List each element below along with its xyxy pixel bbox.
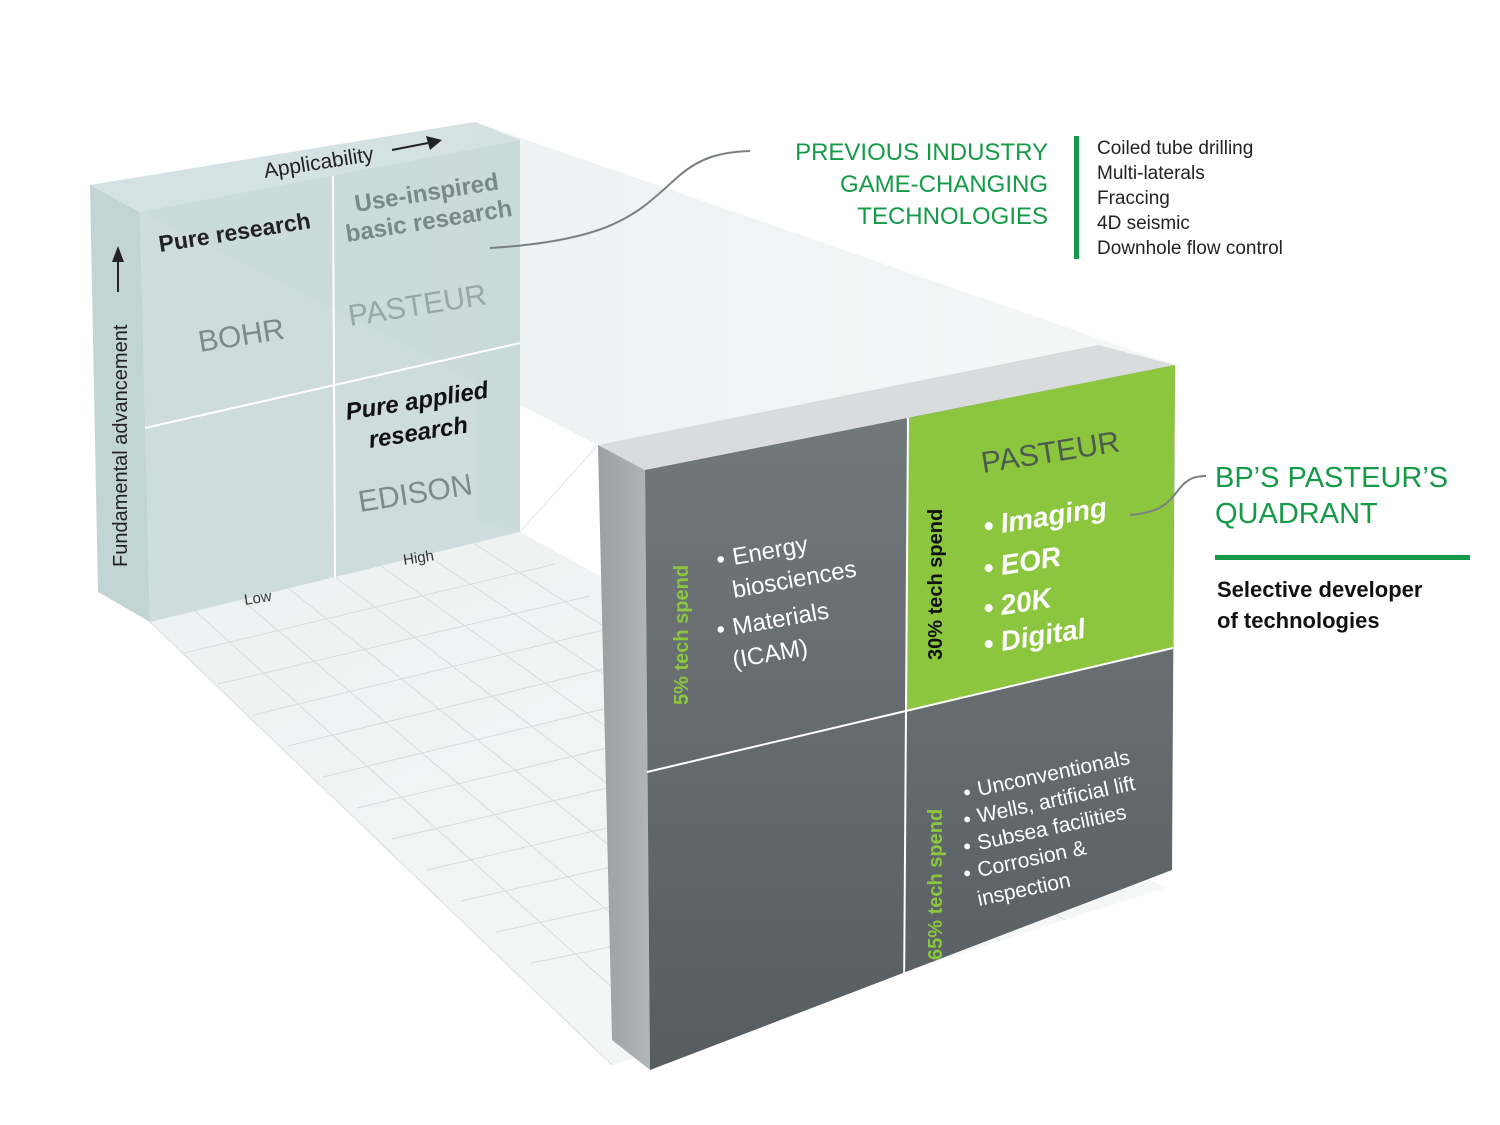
previous-tech-heading-line: PREVIOUS INDUSTRY xyxy=(795,139,1048,166)
spend-5-percent: 5% tech spend xyxy=(671,565,693,705)
bp-callout-connector xyxy=(1129,475,1207,516)
previous-tech-heading-line: TECHNOLOGIES xyxy=(857,203,1048,230)
bp-callout-divider xyxy=(1215,555,1470,560)
list-item: • xyxy=(961,808,973,832)
list-item: Coiled tube drilling xyxy=(1097,138,1253,159)
list-item: Downhole flow control xyxy=(1097,238,1283,259)
previous-tech-divider xyxy=(1074,136,1079,259)
list-item: • xyxy=(961,781,973,805)
previous-tech-heading: PREVIOUS INDUSTRY GAME-CHANGING TECHNOLO… xyxy=(795,139,1048,230)
previous-tech-heading-line: GAME-CHANGING xyxy=(840,171,1048,198)
back-matrix: Applicability Fundamental advancement Lo… xyxy=(90,122,521,622)
spend-30-percent: 30% tech spend xyxy=(925,509,947,660)
list-item: Multi-laterals xyxy=(1097,163,1205,184)
axis-y-arrow-icon xyxy=(112,246,124,292)
tick-low: Low xyxy=(243,588,273,609)
bp-callout-subtitle: Selective developer of technologies xyxy=(1217,577,1423,633)
previous-tech-connector xyxy=(489,150,751,249)
front-matrix: 5% tech spend • Energy biosciences • Mat… xyxy=(598,345,1175,1070)
front-matrix-side xyxy=(598,445,650,1070)
front-matrix-top-edge xyxy=(598,345,1175,470)
list-item: • xyxy=(961,862,973,886)
back-matrix-depth-edge xyxy=(90,185,150,622)
axis-y-label: Fundamental advancement xyxy=(110,324,132,567)
axis-x-arrow-icon xyxy=(391,136,442,151)
back-matrix-face xyxy=(140,140,520,622)
spend-65-percent: 65% tech spend xyxy=(925,809,947,960)
pasteur-quadrant-highlight xyxy=(906,365,1175,712)
list-item: Fraccing xyxy=(1097,188,1170,209)
tick-high: High xyxy=(402,547,435,569)
bp-callout-subtitle-line: Selective developer xyxy=(1217,577,1423,602)
back-matrix-top-edge xyxy=(90,122,520,212)
bp-callout-title-line: BP’S PASTEUR’S xyxy=(1215,462,1448,494)
list-item: • xyxy=(961,835,973,859)
bp-callout-title: BP’S PASTEUR’S QUADRANT xyxy=(1215,462,1448,530)
bp-callout-subtitle-line: of technologies xyxy=(1217,608,1380,633)
list-item: 4D seismic xyxy=(1097,213,1190,234)
previous-tech-list: Coiled tube drilling Multi-laterals Frac… xyxy=(1097,138,1283,259)
bp-callout-title-line: QUADRANT xyxy=(1215,498,1378,530)
